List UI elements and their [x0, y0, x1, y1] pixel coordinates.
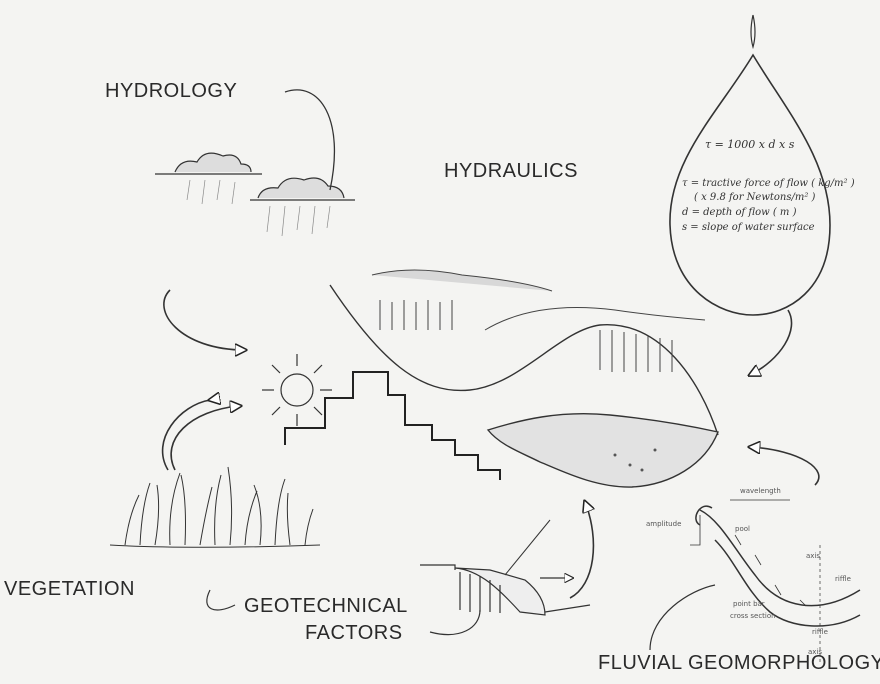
meander-axis-top-note: axis — [806, 552, 820, 560]
geotechnical-connector — [430, 610, 480, 635]
meander-amplitude-note: amplitude — [646, 520, 681, 528]
tractive-force-equation: τ = 1000 x d x s — [705, 138, 794, 151]
hydrology-connector — [285, 90, 334, 190]
hydraulics-label: HYDRAULICS — [444, 160, 578, 183]
stepped-bank-profile — [285, 372, 500, 480]
fluvial-geomorphology-label: FLUVIAL GEOMORPHOLOGY — [598, 652, 880, 675]
flow-arrows — [163, 290, 819, 598]
slope-definition: s = slope of water surface — [682, 222, 815, 233]
meander-riffle-note: riffle — [835, 575, 851, 583]
hydrology-label: HYDROLOGY — [105, 80, 237, 103]
meander-wavelength-note: wavelength — [740, 487, 781, 495]
meander-pool-note: pool — [735, 525, 750, 533]
geotechnical-slope-icon — [420, 520, 590, 615]
sun-icon — [262, 354, 332, 426]
meander-axis-bottom-note: axis — [808, 648, 822, 656]
depth-definition: d = depth of flow ( m ) — [682, 207, 796, 218]
rain-cloud-icon — [155, 153, 355, 236]
meander-riffle-note-2: riffle — [812, 628, 828, 636]
riparian-trees — [372, 270, 705, 372]
meander-cross-section-note: cross section — [730, 612, 776, 620]
raindrop-icon — [670, 15, 830, 315]
geotechnical-label-line1: GEOTECHNICAL — [244, 595, 408, 618]
grass-icon — [110, 467, 320, 547]
fluvial-connector — [650, 585, 715, 650]
vegetation-label: VEGETATION — [4, 578, 135, 601]
tau-definition: τ = tractive force of flow ( kg/m² ) — [682, 178, 855, 189]
geotechnical-label-line2: FACTORS — [305, 622, 403, 645]
tau-conversion: ( x 9.8 for Newtons/m² ) — [694, 192, 815, 203]
vegetation-connector — [207, 590, 235, 610]
meander-point-bar-note: point bar — [733, 600, 765, 608]
